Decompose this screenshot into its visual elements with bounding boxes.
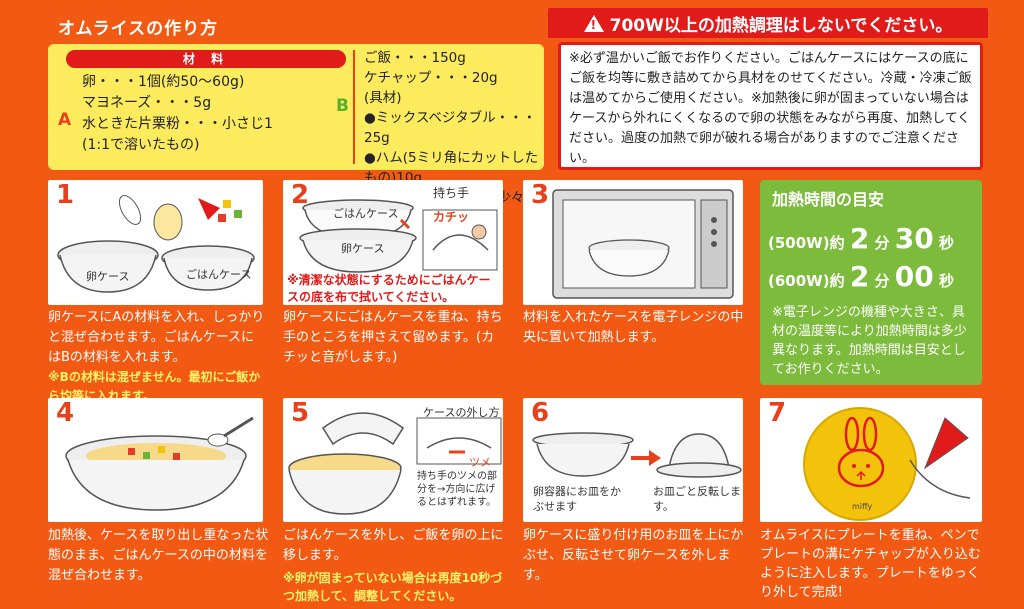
- mixing-icon: [65, 416, 254, 511]
- group-a-list: 卵・・・1個(約50〜60g) マヨネーズ・・・5g 水ときた片栗粉・・・小さじ…: [82, 72, 273, 156]
- step-4-text: 加熱後、ケースを取り出し重なった状態のまま、ごはんケースの中の材料を混ぜ合わせま…: [48, 528, 269, 583]
- ingredient-item: ケチャップ・・・20g: [364, 70, 498, 86]
- step-2-label-click: カチッ: [433, 210, 470, 224]
- ingredient-item: (1:1で溶いたもの): [82, 137, 200, 153]
- step-number: 5: [291, 398, 310, 428]
- heat-note: ※電子レンジの機種や大きさ、具材の温度等により加熱時間は多少異なります。加熱時間…: [772, 305, 967, 377]
- step-3-illustration: 3: [523, 180, 743, 305]
- ingredient-item: 卵・・・1個(約50〜60g): [82, 74, 245, 90]
- ingredient-item: マヨネーズ・・・5g: [82, 95, 212, 111]
- heat-600w-prefix: (600W)約: [768, 272, 845, 290]
- bowls-icon: [57, 195, 255, 293]
- step-number: 4: [56, 398, 75, 428]
- step-1-illustration: 1 卵ケース ごはんケース: [48, 180, 263, 305]
- step-2-label-handle: 持ち手: [433, 186, 470, 200]
- miffy-logo: miffy: [852, 502, 873, 511]
- warning-banner: ! 700W以上の加熱調理はしないでください。: [548, 8, 988, 38]
- page-title: オムライスの作り方: [58, 19, 219, 39]
- heat-500w-min-unit: 分: [874, 234, 890, 252]
- step-2-illustration: 2 ごはんケース 卵ケース 持ち手 カチッ ※清潔な状態にするためにごはんケース…: [283, 180, 503, 305]
- step-6-label-cover: 卵容器にお皿をかぶせます: [533, 485, 621, 513]
- heat-500w-sec: 30: [894, 222, 934, 255]
- stacking-icon: [299, 199, 498, 273]
- step-7-text: オムライスにプレートを重ね、ペンでプレートの溝にケチャップが入り込むように注入し…: [760, 528, 981, 600]
- step-3-text: 材料を入れたケースを電子レンジの中央に置いて加熱します。: [523, 310, 744, 345]
- miffy-plate-icon: [803, 407, 971, 521]
- step-7-illustration: 7 miffy: [760, 398, 982, 522]
- step-4-illustration: 4: [48, 398, 263, 522]
- step-6-text: 卵ケースに盛り付け用のお皿を上にかぶせ、反転させて卵ケースを外します。: [523, 528, 744, 583]
- heat-600w-min-unit: 分: [874, 272, 890, 290]
- step-2-label-egg: 卵ケース: [341, 242, 385, 255]
- ingredient-item: ●ミックスベジタブル・・・25g: [364, 110, 537, 146]
- heat-500w: (500W)約 2 分 30 秒: [768, 222, 954, 255]
- group-b-label: B: [336, 96, 349, 116]
- transfer-icon: [288, 404, 502, 515]
- step-5-label-tab: ツメ: [469, 456, 491, 469]
- step-number: 6: [531, 398, 550, 428]
- step-2-red-note: ※清潔な状態にするためにごはんケースの底を布で拭いてください。: [287, 273, 491, 304]
- step-1-label-rice: ごはんケース: [186, 268, 252, 281]
- step-5-note: ※卵が固まっていない場合は再度10秒づつ加熱して、調整してください。: [283, 571, 503, 603]
- notice-box: ※必ず温かいご飯でお作りください。ごはんケースにはケースの底にご飯を均等に敷き詰…: [558, 42, 983, 170]
- warning-icon: !: [583, 14, 604, 32]
- heat-title: 加熱時間の目安: [772, 190, 885, 209]
- step-5-label-instruction: 持ち手のツメの部分を→方向に広げるとはずれます。: [417, 471, 497, 508]
- step-2-text: 卵ケースにごはんケースを重ね、持ち手のところを押さえて留めます。(カチッと音がし…: [283, 310, 503, 365]
- heat-600w: (600W)約 2 分 00 秒: [768, 260, 954, 293]
- ingredients-divider: [353, 50, 355, 164]
- step-number: 7: [768, 398, 787, 428]
- step-number: 1: [56, 180, 75, 210]
- step-number: 3: [531, 180, 550, 210]
- step-6-illustration: 6 卵容器にお皿をかぶせます お皿ごと反転します。: [523, 398, 743, 522]
- step-5-text: ごはんケースを外し、ご飯を卵の上に移します。: [283, 528, 504, 563]
- heat-600w-min: 2: [849, 260, 870, 293]
- flip-icon: [532, 432, 742, 478]
- ingredients-heading: 材 料: [66, 50, 346, 68]
- step-number: 2: [291, 180, 310, 210]
- heat-500w-min: 2: [849, 222, 870, 255]
- step-6-label-flip: お皿ごと反転します。: [653, 485, 741, 513]
- ingredients-box: 材 料 A 卵・・・1個(約50〜60g) マヨネーズ・・・5g 水ときた片栗粉…: [48, 44, 544, 206]
- heat-500w-sec-unit: 秒: [938, 234, 954, 252]
- ingredient-item: ご飯・・・150g: [364, 50, 466, 66]
- step-5-label-how-to: ケースの外し方: [423, 406, 500, 419]
- group-a-label: A: [58, 110, 72, 130]
- microwave-icon: [552, 189, 734, 299]
- ingredient-item: (具材): [364, 90, 402, 106]
- warning-text: 700W以上の加熱調理はしないでください。: [609, 15, 953, 36]
- step-2-label-rice: ごはんケース: [333, 207, 399, 220]
- heat-600w-sec-unit: 秒: [938, 272, 954, 290]
- step-5-illustration: 5 ケースの外し方 ツメ 持ち手のツメの部分を→方向に広げるとはずれます。: [283, 398, 503, 522]
- step-1-text: 卵ケースにAの材料を入れ、しっかりと混ぜ合わせます。ごはんケースにはBの材料を入…: [48, 310, 265, 365]
- heat-500w-prefix: (500W)約: [768, 234, 845, 252]
- ingredient-item: 水ときた片栗粉・・・小さじ1: [82, 116, 273, 132]
- heat-600w-sec: 00: [894, 260, 934, 293]
- step-1-label-egg: 卵ケース: [86, 270, 130, 283]
- heating-time-box: 加熱時間の目安 (500W)約 2 分 30 秒 (600W)約 2 分 00 …: [760, 180, 982, 385]
